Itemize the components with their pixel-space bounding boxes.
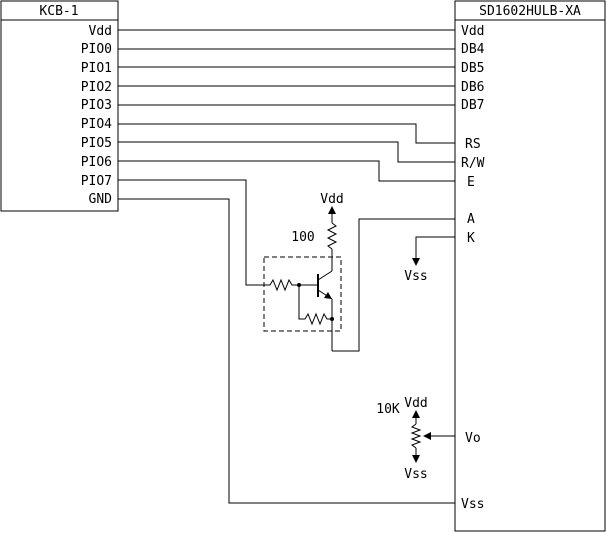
lcd-pin-rs: RS: [465, 137, 481, 152]
lcd-pin-vdd: Vdd: [461, 24, 484, 39]
wire-pio4-rs: [118, 123, 455, 144]
wire-k-vss: [415, 236, 455, 259]
kcb1-title: KCB-1: [39, 4, 78, 19]
vdd-arrow-icon: [328, 206, 336, 214]
lcd-body: [454, 0, 606, 532]
pot-vss-label: Vss: [404, 467, 427, 482]
pot-value-label: 10K: [376, 402, 400, 417]
resistor-100-label: 100: [291, 230, 314, 245]
wire-to-a: [332, 218, 455, 352]
lcd-title: SD1602HULB-XA: [479, 4, 581, 19]
pulldown-resistor: [304, 312, 332, 326]
pot-vdd-arrow-icon: [412, 410, 420, 418]
pulldown-wire: [298, 285, 305, 320]
lcd-pin-vss: Vss: [461, 497, 484, 512]
resistor-100: [326, 222, 338, 250]
lcd-pin-db4: DB4: [461, 42, 485, 57]
pot-vdd-label: Vdd: [404, 396, 427, 411]
wire-pio6-e: [118, 160, 455, 182]
kcb1-pin-pio5: PIO5: [81, 136, 112, 151]
wire-gnd-vss: [118, 198, 455, 504]
kcb1-pin-pio0: PIO0: [81, 42, 112, 57]
wiper-arrow-icon: [423, 432, 431, 440]
pot-vss-arrow-icon: [412, 455, 420, 463]
k-vss-label: Vss: [404, 269, 427, 284]
kcb1-pin-pio6: PIO6: [81, 155, 112, 170]
kcb1-pin-pio7: PIO7: [81, 174, 112, 189]
transistor-driver: Vdd 100: [263, 192, 455, 352]
lcd-module-chip: SD1602HULB-XA Vdd DB4 DB5 DB6 DB7 RS R/W…: [454, 0, 606, 532]
lcd-pin-db5: DB5: [461, 61, 484, 76]
lcd-pin-e: E: [467, 175, 475, 190]
potentiometer-resistor: [410, 423, 422, 449]
kcb1-pin-gnd: GND: [89, 192, 113, 207]
lcd-pin-rw: R/W: [461, 156, 485, 171]
emitter-arrow-icon: [324, 292, 332, 299]
transistor-collector: [317, 270, 333, 281]
kcb1-pin-pio2: PIO2: [81, 80, 112, 95]
lcd-pin-k: K: [467, 231, 475, 246]
bus-wires: [118, 29, 455, 504]
kcb1-pin-pio1: PIO1: [81, 61, 112, 76]
kcb1-pin-vdd: Vdd: [89, 24, 112, 39]
contrast-potentiometer: 10K Vdd Vss: [376, 396, 455, 482]
transistor-module-box: [263, 256, 342, 332]
k-vss-arrow-icon: [412, 258, 420, 266]
base-resistor: [264, 278, 298, 292]
lcd-pin-a: A: [467, 212, 475, 227]
lcd-pin-db7: DB7: [461, 98, 484, 113]
kcb1-pin-pio3: PIO3: [81, 98, 112, 113]
wire-pio5-rw: [118, 141, 455, 163]
kcb1-body: [0, 0, 119, 212]
wire-pio7: [118, 179, 264, 286]
kcb1-chip: KCB-1 Vdd PIO0 PIO1 PIO2 PIO3 PIO4 PIO5 …: [0, 0, 119, 212]
lcd-pin-db6: DB6: [461, 80, 484, 95]
lcd-pin-vo: Vo: [465, 431, 481, 446]
kcb1-pin-pio4: PIO4: [81, 117, 112, 132]
k-vss-connection: Vss: [404, 236, 455, 284]
transistor-vdd-label: Vdd: [320, 192, 343, 207]
